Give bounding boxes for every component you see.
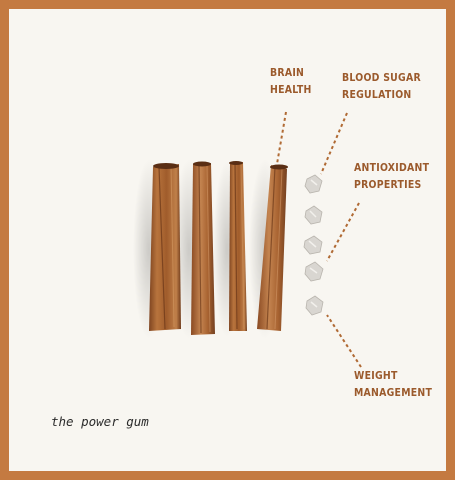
label-weight-management: WEIGHT MANAGEMENT — [354, 367, 432, 401]
label-brain-health-line-2: HEALTH — [270, 83, 312, 96]
cinnamon-stick-1 — [149, 163, 181, 331]
label-antioxidant-properties: ANTIOXIDANT PROPERTIES — [354, 159, 429, 193]
label-antioxidant-line-1: ANTIOXIDANT — [354, 161, 430, 174]
label-blood-sugar-line-2: REGULATION — [342, 88, 412, 101]
caption-text: the power gum — [51, 414, 149, 429]
label-antioxidant-line-2: PROPERTIES — [354, 178, 422, 191]
leader-lines — [276, 111, 362, 368]
leader-line-antioxidant — [326, 202, 360, 262]
gum-pieces — [303, 174, 324, 316]
label-blood-sugar-line-1: BLOOD SUGAR — [342, 71, 421, 84]
gum-piece-3 — [303, 235, 323, 255]
leader-line-brain — [276, 111, 287, 165]
gum-piece-2 — [304, 205, 323, 225]
label-blood-sugar-regulation: BLOOD SUGAR REGULATION — [342, 69, 421, 103]
label-brain-health-line-1: BRAIN — [270, 66, 305, 79]
label-brain-health: BRAIN HEALTH — [270, 64, 312, 98]
cinnamon-stick-2 — [191, 161, 215, 335]
label-weight-line-1: WEIGHT — [354, 369, 398, 382]
cinnamon-stick-4 — [257, 164, 288, 331]
label-weight-line-2: MANAGEMENT — [354, 386, 433, 399]
gum-piece-5 — [305, 295, 324, 316]
product-photo — [133, 111, 362, 368]
leader-line-blood-sugar — [320, 112, 348, 175]
gum-piece-1 — [304, 174, 323, 194]
leader-line-weight — [326, 314, 362, 368]
cinnamon-stick-3 — [229, 161, 247, 331]
gum-piece-4 — [304, 261, 324, 282]
